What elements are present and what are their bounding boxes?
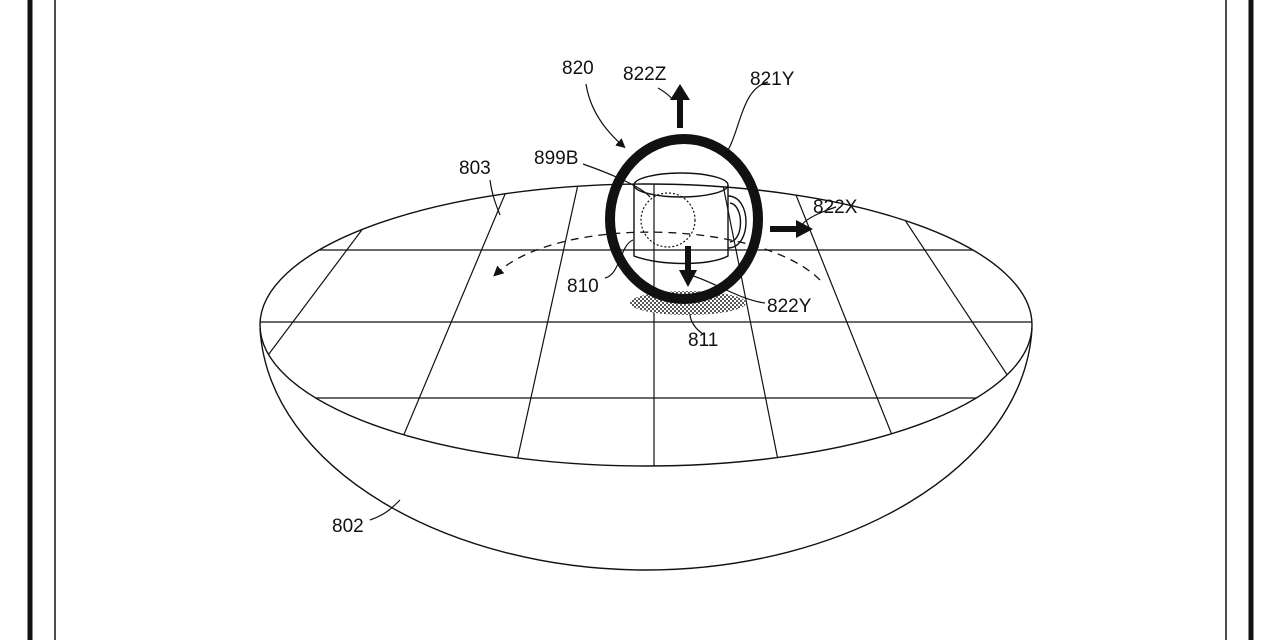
label-811: 811: [688, 330, 718, 351]
label-802: 802: [332, 516, 364, 537]
label-820: 820: [562, 58, 594, 79]
label-899b: 899B: [534, 148, 578, 169]
page-border: [27, 0, 1254, 640]
move-arrow-y: [679, 246, 697, 287]
move-arrow-z: [670, 84, 690, 128]
label-810: 810: [567, 276, 599, 297]
mug-object: [633, 172, 747, 265]
label-821y: 821Y: [750, 69, 795, 90]
leader-lines: [369, 81, 837, 521]
label-822y: 822Y: [767, 296, 812, 317]
selection-ring: [605, 134, 763, 304]
rotation-path-dashed: [493, 231, 821, 281]
label-822z: 822Z: [623, 64, 667, 85]
bowl-rim: [259, 183, 1033, 467]
label-822x: 822X: [813, 197, 858, 218]
anchor-point-899b: [640, 192, 696, 248]
bowl-surface: [259, 327, 1033, 571]
move-arrow-x: [770, 220, 813, 238]
label-803: 803: [459, 158, 491, 179]
grid-floor: [260, 184, 1032, 466]
